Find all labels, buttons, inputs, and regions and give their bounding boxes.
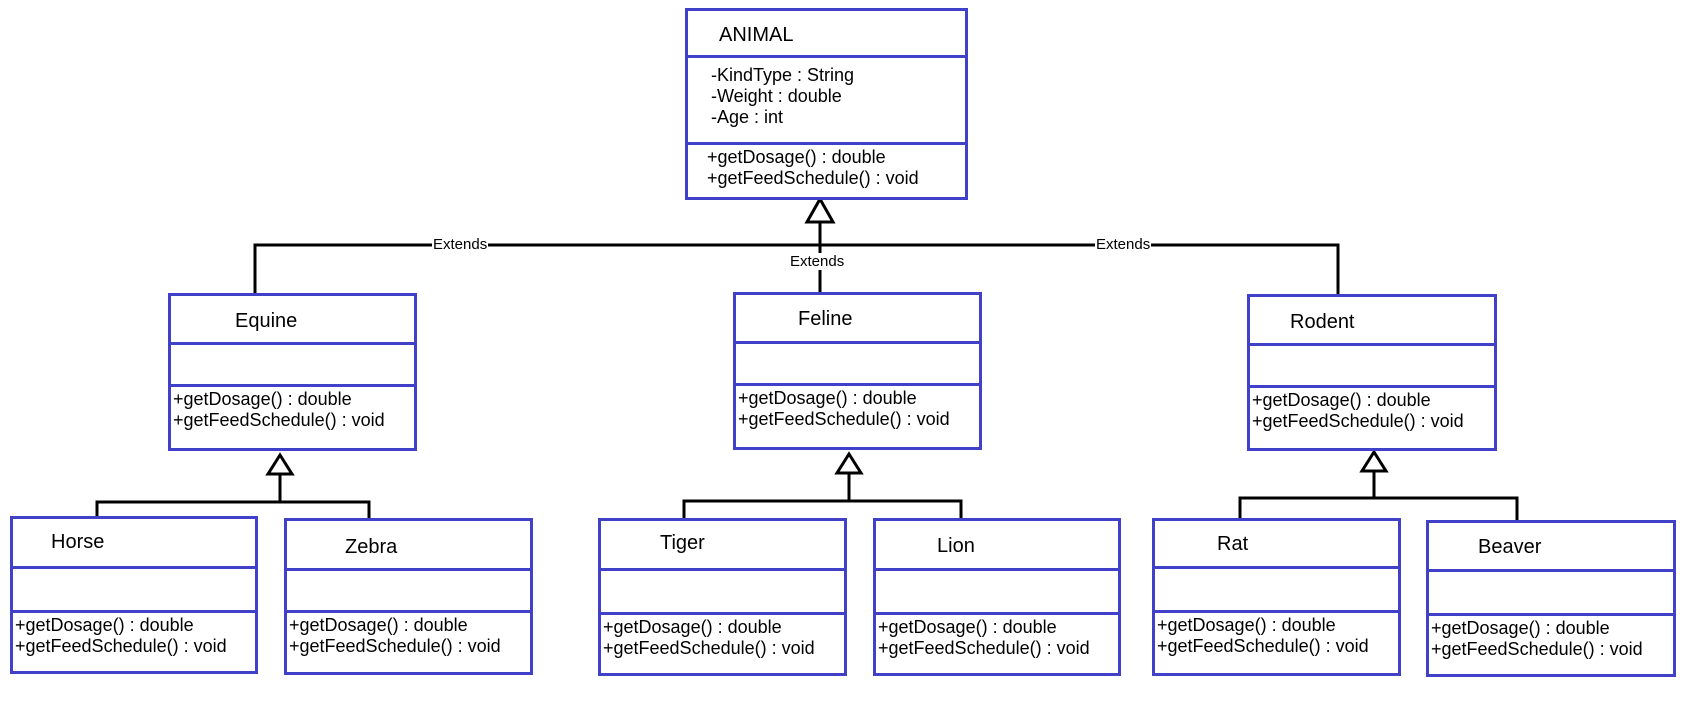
- feline-children-bus: [682, 499, 963, 523]
- class-attributes: [876, 571, 1118, 615]
- class-name: Equine: [171, 296, 414, 345]
- attribute-age: -Age : int: [711, 107, 784, 127]
- operation-getdosage: +getDosage() : double: [878, 617, 1057, 637]
- equine-generalization-arrow: [265, 452, 295, 476]
- class-operations: +getDosage() : double +getFeedSchedule()…: [688, 145, 965, 197]
- extends-label-feline: Extends: [789, 253, 846, 270]
- operation-getdosage: +getDosage() : double: [1157, 615, 1336, 635]
- class-name: Beaver: [1429, 523, 1673, 572]
- operation-getdosage: +getDosage() : double: [603, 617, 782, 637]
- class-name: Rat: [1155, 521, 1398, 569]
- class-attributes: [13, 569, 255, 613]
- class-attributes: [171, 345, 414, 387]
- animal-generalization-arrow: [804, 195, 836, 224]
- class-operations: +getDosage() : double +getFeedSchedule()…: [1250, 388, 1494, 448]
- attribute-kindtype: -KindType : String: [711, 65, 855, 85]
- operation-getdosage: +getDosage() : double: [707, 147, 886, 167]
- operation-getdosage: +getDosage() : double: [173, 389, 352, 409]
- operation-getdosage: +getDosage() : double: [738, 388, 917, 408]
- operation-getfeedschedule: +getFeedSchedule() : void: [289, 636, 501, 656]
- class-beaver[interactable]: Beaver +getDosage() : double +getFeedSch…: [1426, 520, 1676, 677]
- class-attributes: [1250, 346, 1494, 388]
- class-lion[interactable]: Lion +getDosage() : double +getFeedSched…: [873, 518, 1121, 676]
- class-zebra[interactable]: Zebra +getDosage() : double +getFeedSche…: [284, 518, 533, 675]
- class-operations: +getDosage() : double +getFeedSchedule()…: [736, 386, 979, 447]
- class-horse[interactable]: Horse +getDosage() : double +getFeedSche…: [10, 516, 258, 674]
- class-name: ANIMAL: [688, 11, 965, 58]
- operation-getdosage: +getDosage() : double: [1431, 618, 1610, 638]
- operation-getfeedschedule: +getFeedSchedule() : void: [1252, 411, 1464, 431]
- operation-getfeedschedule: +getFeedSchedule() : void: [1157, 636, 1369, 656]
- class-attributes: -KindType : String -Weight : double -Age…: [688, 58, 965, 145]
- class-attributes: [736, 344, 979, 386]
- feline-generalization-arrow: [834, 451, 864, 475]
- rodent-generalization-arrow: [1359, 449, 1389, 473]
- operation-getfeedschedule: +getFeedSchedule() : void: [15, 636, 227, 656]
- class-attributes: [1155, 569, 1398, 613]
- extends-label-rodent: Extends: [1095, 236, 1152, 253]
- operation-getfeedschedule: +getFeedSchedule() : void: [603, 638, 815, 658]
- operation-getdosage: +getDosage() : double: [15, 615, 194, 635]
- class-tiger[interactable]: Tiger +getDosage() : double +getFeedSche…: [598, 518, 847, 676]
- class-operations: +getDosage() : double +getFeedSchedule()…: [287, 613, 530, 672]
- class-operations: +getDosage() : double +getFeedSchedule()…: [13, 613, 255, 671]
- equine-children-bus: [95, 500, 371, 523]
- class-name: Zebra: [287, 521, 530, 571]
- rodent-children-bus: [1238, 496, 1519, 525]
- class-rat[interactable]: Rat +getDosage() : double +getFeedSchedu…: [1152, 518, 1401, 676]
- operation-getdosage: +getDosage() : double: [1252, 390, 1431, 410]
- operation-getfeedschedule: +getFeedSchedule() : void: [1431, 639, 1643, 659]
- class-attributes: [287, 571, 530, 613]
- class-operations: +getDosage() : double +getFeedSchedule()…: [171, 387, 414, 448]
- class-attributes: [1429, 572, 1673, 616]
- class-operations: +getDosage() : double +getFeedSchedule()…: [1155, 613, 1398, 673]
- operation-getfeedschedule: +getFeedSchedule() : void: [738, 409, 950, 429]
- class-attributes: [601, 571, 844, 615]
- operation-getdosage: +getDosage() : double: [289, 615, 468, 635]
- class-name: Lion: [876, 521, 1118, 571]
- operation-getfeedschedule: +getFeedSchedule() : void: [878, 638, 1090, 658]
- class-equine[interactable]: Equine +getDosage() : double +getFeedSch…: [168, 293, 417, 451]
- equine-extends-line: [253, 243, 1340, 300]
- operation-getfeedschedule: +getFeedSchedule() : void: [173, 410, 385, 430]
- class-operations: +getDosage() : double +getFeedSchedule()…: [876, 615, 1118, 673]
- operation-getfeedschedule: +getFeedSchedule() : void: [707, 168, 919, 188]
- attribute-weight: -Weight : double: [711, 86, 842, 106]
- class-name: Tiger: [601, 521, 844, 571]
- class-feline[interactable]: Feline +getDosage() : double +getFeedSch…: [733, 292, 982, 450]
- class-animal[interactable]: ANIMAL -KindType : String -Weight : doub…: [685, 8, 968, 200]
- extends-label-equine: Extends: [432, 236, 489, 253]
- class-operations: +getDosage() : double +getFeedSchedule()…: [1429, 616, 1673, 674]
- class-name: Horse: [13, 519, 255, 569]
- class-operations: +getDosage() : double +getFeedSchedule()…: [601, 615, 844, 673]
- class-name: Feline: [736, 295, 979, 344]
- class-rodent[interactable]: Rodent +getDosage() : double +getFeedSch…: [1247, 294, 1497, 451]
- class-name: Rodent: [1250, 297, 1494, 346]
